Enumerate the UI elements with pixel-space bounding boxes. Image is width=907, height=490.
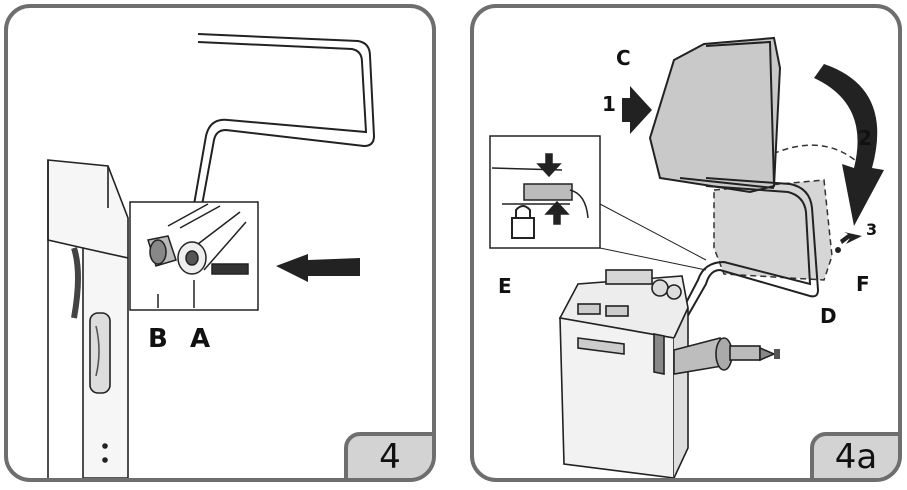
label-1: 1 (602, 92, 616, 116)
arrow-1 (622, 86, 652, 134)
label-d: D (820, 304, 837, 328)
label-a: A (190, 324, 211, 354)
rotation-arrow (814, 64, 884, 226)
figure-4-panel: B A 4 (4, 4, 436, 482)
label-f: F (856, 272, 870, 296)
label-3: 3 (866, 220, 878, 239)
label-b: B (148, 324, 168, 354)
insertion-arrow (276, 254, 360, 282)
figure-4a-number: 4a (810, 432, 898, 478)
label-c: C (616, 46, 631, 70)
detail-inset (129, 201, 259, 311)
figure-4-number: 4 (344, 432, 432, 478)
figure-4a-panel: C 1 2 3 E D F 4a (470, 4, 902, 482)
wheel-guard (648, 36, 782, 194)
guard-rod (673, 177, 820, 327)
figure-4-drawing (47, 33, 376, 478)
bolt-f (835, 247, 841, 253)
label-e: E (498, 274, 512, 298)
balancer-shaft (673, 336, 780, 375)
detail-inset (489, 135, 707, 271)
balancer-body (558, 269, 689, 478)
label-2: 2 (858, 126, 872, 150)
arrow-3 (840, 232, 862, 244)
guard-rod (191, 33, 376, 217)
balancer-body (47, 159, 129, 478)
figure-4a-drawing (489, 36, 884, 478)
